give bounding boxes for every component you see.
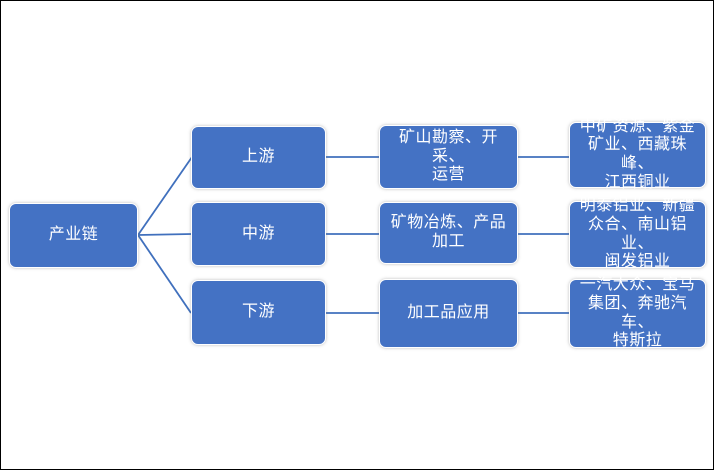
connector-root-upstream (137, 156, 193, 236)
node-industry-chain: 产业链 (9, 203, 138, 268)
node-companies-upstream: 中矿资源、紫金 矿业、西藏珠峰、 江西铜业 (569, 118, 706, 191)
node-stage-upstream: 上游 (191, 126, 326, 189)
node-companies-midstream: 明泰铝业、新疆 众合、南山铝业、 闽发铝业 (569, 197, 706, 270)
connector-root-downstream (137, 234, 192, 314)
node-companies-downstream: 一汽大众、宝马 集团、奔驰汽车、 特斯拉 (569, 276, 706, 349)
connector-root-midstream (137, 233, 193, 236)
node-stage-downstream: 下游 (191, 280, 326, 345)
node-activity-midstream: 矿物冶炼、产品 加工 (379, 202, 518, 264)
node-activity-upstream: 矿山勘察、开采、 运营 (379, 125, 518, 189)
node-stage-midstream: 中游 (191, 202, 326, 266)
node-activity-downstream: 加工品应用 (379, 279, 518, 348)
